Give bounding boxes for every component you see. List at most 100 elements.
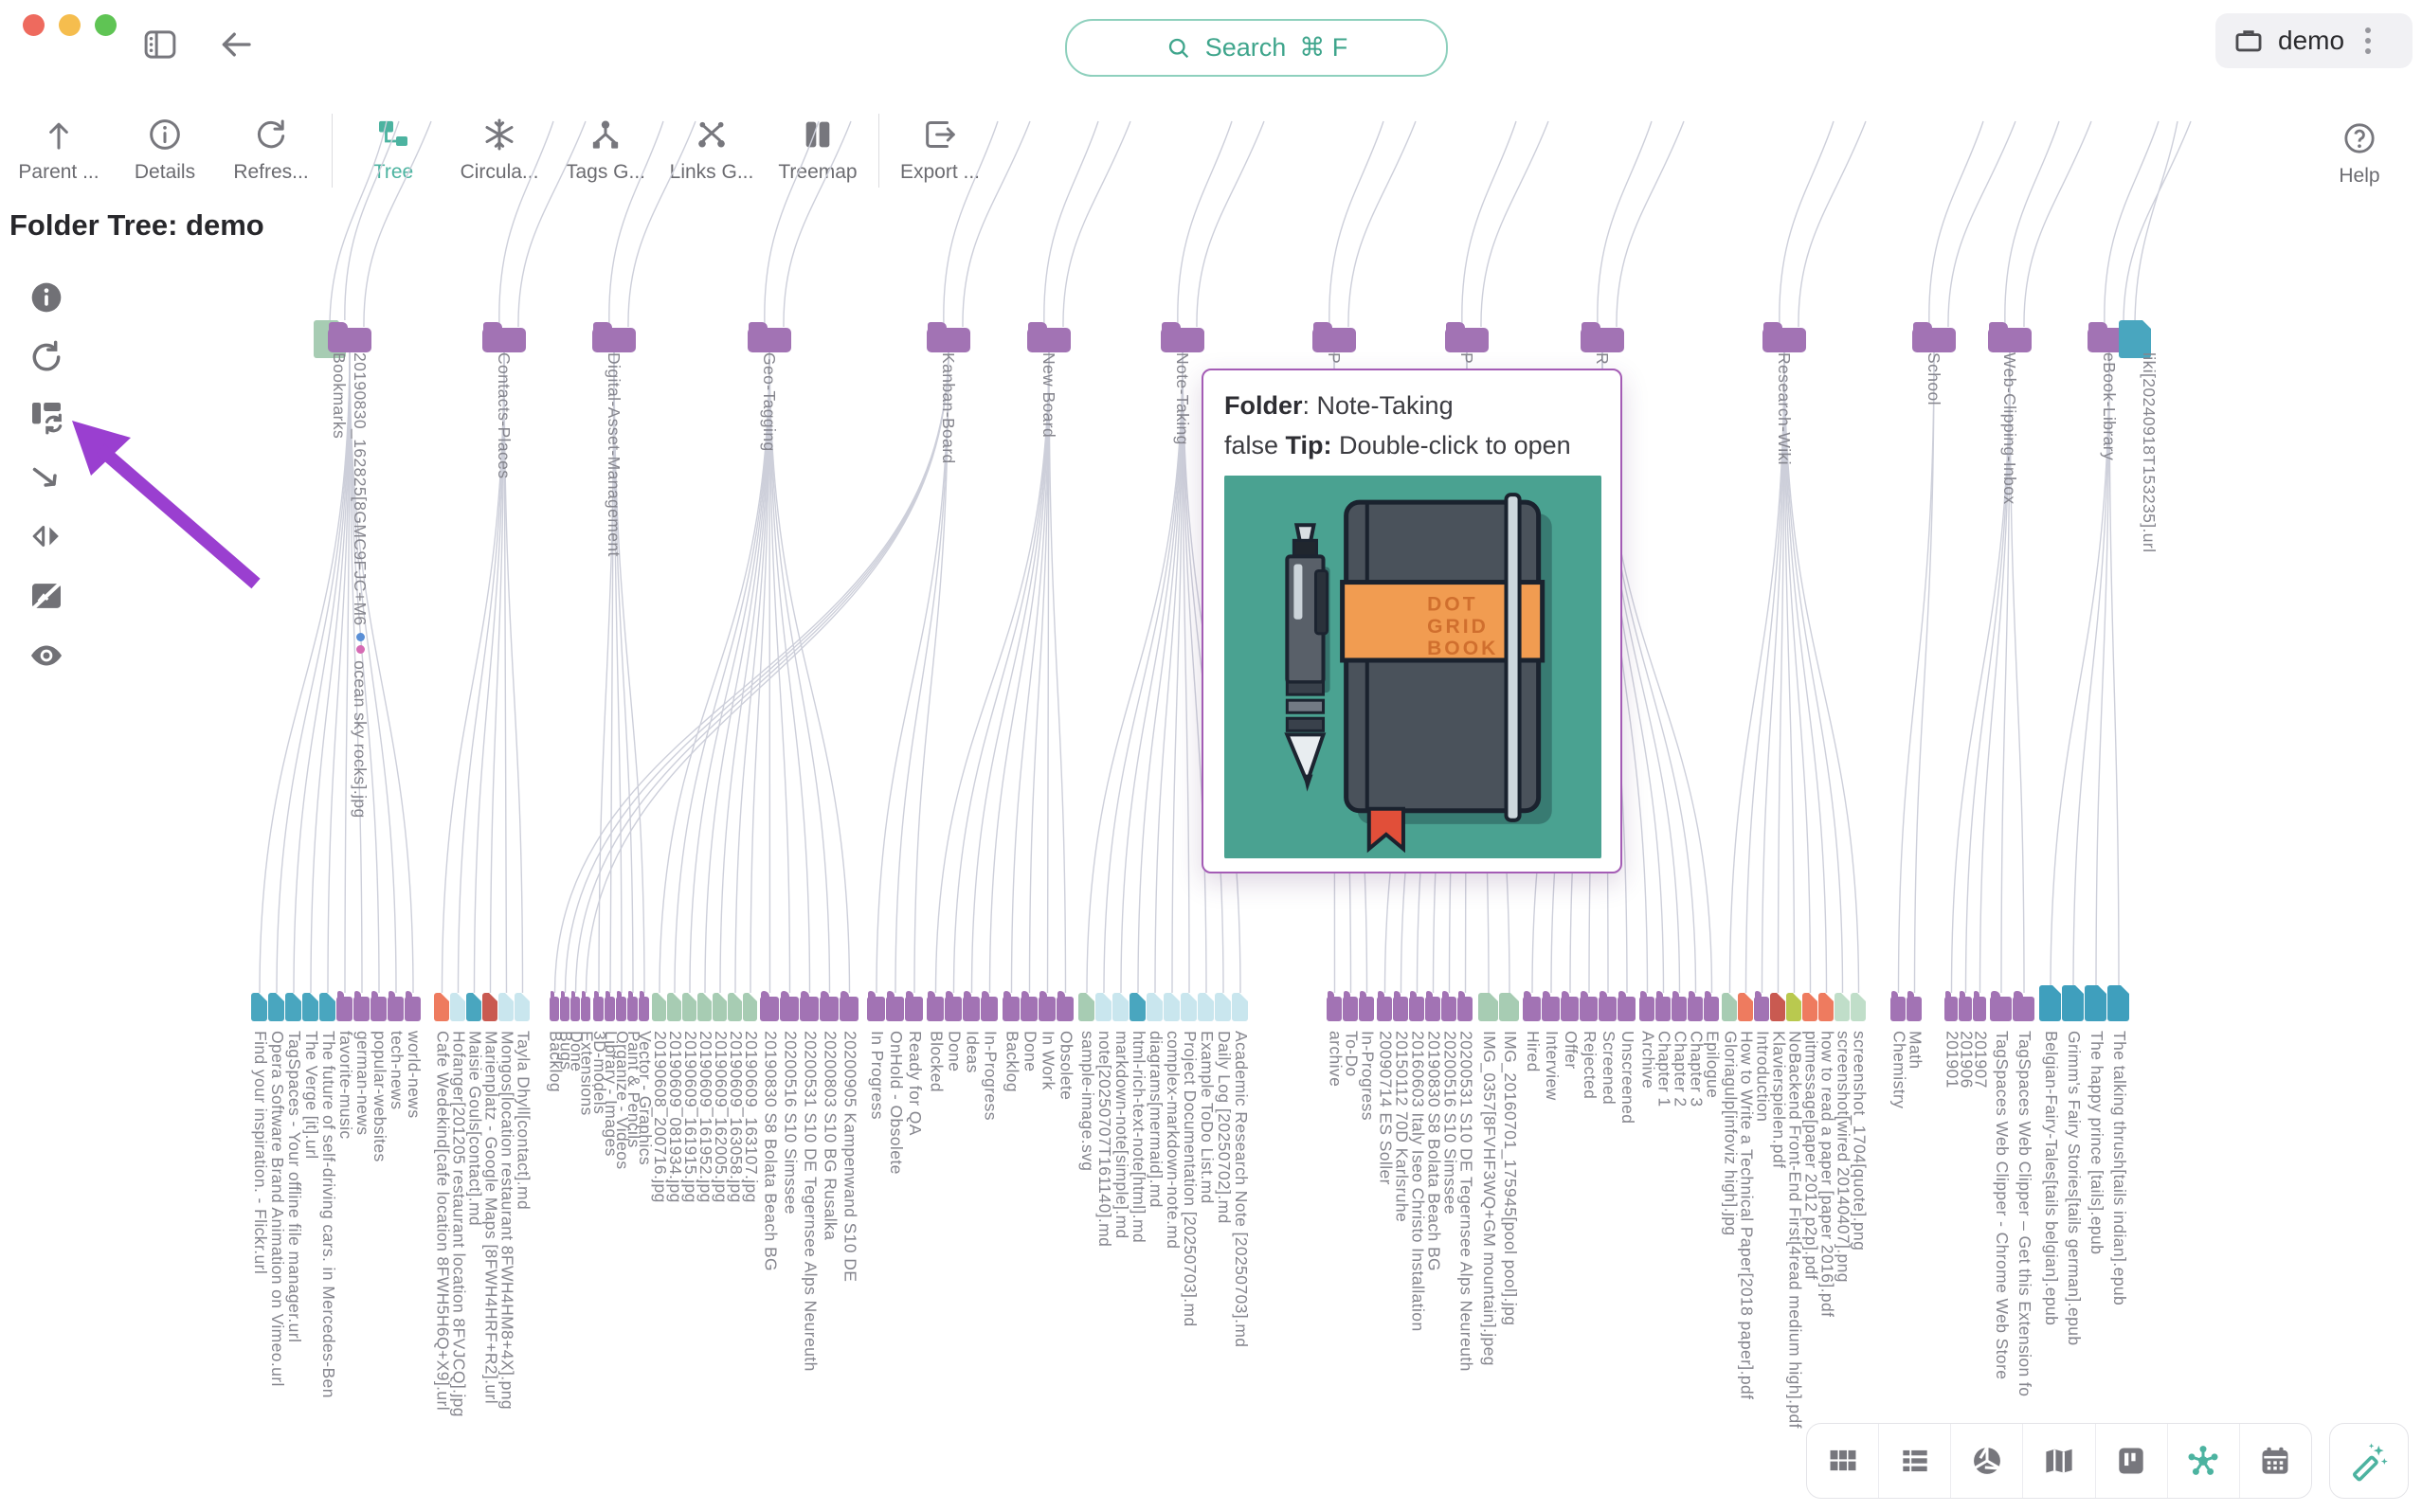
tree-child-file-node[interactable]: [652, 993, 666, 1021]
toolbar-button-parent[interactable]: Parent ...: [6, 112, 112, 185]
switcher-grid-view-icon[interactable]: [1807, 1424, 1880, 1498]
tree-folder-node[interactable]: [748, 322, 791, 352]
tree-child-folder-node[interactable]: [616, 991, 626, 1021]
tree-child-folder-node[interactable]: [927, 991, 944, 1021]
tree-child-file-node[interactable]: [1722, 993, 1737, 1021]
tree-child-folder-node[interactable]: [405, 991, 421, 1021]
close-window-button[interactable]: [23, 14, 45, 36]
tree-child-folder-node[interactable]: [1393, 991, 1408, 1021]
tree-child-folder-node[interactable]: [371, 991, 387, 1021]
tree-child-folder-node[interactable]: [605, 991, 615, 1021]
tree-child-folder-node[interactable]: [1457, 991, 1473, 1021]
tree-child-file-node[interactable]: [450, 993, 465, 1021]
side-tool-flip-horizontal-icon[interactable]: [27, 517, 66, 557]
tree-child-file-node[interactable]: [743, 993, 757, 1021]
tree-folder-node[interactable]: [1762, 322, 1806, 352]
tree-child-file-node[interactable]: [1499, 993, 1519, 1021]
tree-child-folder-node[interactable]: [1561, 991, 1579, 1021]
tree-child-file-node[interactable]: [1095, 993, 1112, 1021]
tree-child-file-node[interactable]: [482, 993, 497, 1021]
tree-child-folder-node[interactable]: [840, 991, 859, 1021]
tree-child-folder-node[interactable]: [1990, 991, 2012, 1021]
tree-child-folder-node[interactable]: [1441, 991, 1456, 1021]
tree-child-folder-node[interactable]: [1907, 991, 1922, 1021]
tree-folder-node[interactable]: [1445, 322, 1489, 352]
tree-child-folder-node[interactable]: [1944, 991, 1958, 1021]
tree-child-file-node[interactable]: [1770, 993, 1785, 1021]
tree-child-folder-node[interactable]: [945, 991, 962, 1021]
tree-child-folder-node[interactable]: [1327, 991, 1342, 1021]
tree-child-folder-node[interactable]: [1057, 991, 1074, 1021]
side-tool-diagonal-arrow-icon[interactable]: [27, 458, 66, 497]
toolbar-button-details[interactable]: Details: [112, 112, 218, 185]
tree-child-folder-node[interactable]: [1359, 991, 1374, 1021]
tree-child-folder-node[interactable]: [1003, 991, 1020, 1021]
tree-child-folder-node[interactable]: [1672, 991, 1687, 1021]
tree-child-file-node[interactable]: [697, 993, 712, 1021]
tree-child-folder-node[interactable]: [1704, 991, 1719, 1021]
toolbar-button-treemap[interactable]: Treemap: [765, 112, 871, 185]
tree-folder-node[interactable]: [1581, 322, 1624, 352]
tree-child-folder-node[interactable]: [581, 991, 590, 1021]
switcher-map-view-icon[interactable]: [2023, 1424, 2096, 1498]
location-menu-icon[interactable]: [2365, 27, 2372, 54]
tree-child-file-node[interactable]: [285, 993, 301, 1021]
tree-child-folder-node[interactable]: [1343, 991, 1358, 1021]
tree-child-file-node[interactable]: [251, 993, 267, 1021]
tree-child-folder-node[interactable]: [800, 991, 819, 1021]
tree-child-folder-node[interactable]: [886, 991, 904, 1021]
window-controls[interactable]: [23, 14, 117, 36]
tree-folder-node[interactable]: [1161, 322, 1204, 352]
tree-child-file-node[interactable]: [2107, 985, 2129, 1021]
switcher-kanban-view-icon[interactable]: [2096, 1424, 2168, 1498]
tree-child-folder-node[interactable]: [1021, 991, 1038, 1021]
tree-child-folder-node[interactable]: [820, 991, 839, 1021]
magic-wand-button[interactable]: [2329, 1423, 2409, 1499]
tree-child-folder-node[interactable]: [639, 991, 649, 1021]
switcher-calendar-view-icon[interactable]: [2240, 1424, 2311, 1498]
tree-child-folder-node[interactable]: [1754, 991, 1769, 1021]
tree-child-folder-node[interactable]: [560, 991, 569, 1021]
tree-child-file-node[interactable]: [515, 993, 530, 1021]
tree-folder-node[interactable]: [1027, 322, 1071, 352]
tree-folder-node[interactable]: [1988, 322, 2032, 352]
side-tool-no-image-icon[interactable]: [27, 577, 66, 617]
tree-child-file-node[interactable]: [2039, 985, 2061, 1021]
tree-child-file-node[interactable]: [1215, 993, 1231, 1021]
tree-child-file-node[interactable]: [1164, 993, 1180, 1021]
tree-child-file-node[interactable]: [1198, 993, 1214, 1021]
tree-child-folder-node[interactable]: [1523, 991, 1541, 1021]
tree-child-folder-node[interactable]: [388, 991, 404, 1021]
toolbar-button-tree[interactable]: Tree: [340, 112, 446, 185]
toolbar-button-tags-g[interactable]: Tags G...: [552, 112, 659, 185]
tree-child-file-node[interactable]: [1786, 993, 1801, 1021]
tree-child-folder-node[interactable]: [867, 991, 885, 1021]
side-tool-rotate-icon[interactable]: [27, 338, 66, 378]
side-tool-sync-layout-icon[interactable]: [27, 398, 66, 438]
toolbar-button-circula[interactable]: Circula...: [446, 112, 552, 185]
side-tool-eye-icon[interactable]: [27, 637, 66, 676]
tree-child-file-node[interactable]: [466, 993, 481, 1021]
tree-child-folder-node[interactable]: [1580, 991, 1598, 1021]
tree-folder-node[interactable]: [1912, 322, 1956, 352]
tree-child-file-node[interactable]: [498, 993, 514, 1021]
tree-child-file-node[interactable]: [713, 993, 727, 1021]
tree-child-folder-node[interactable]: [1377, 991, 1392, 1021]
tree-folder-node[interactable]: [482, 322, 526, 352]
tree-child-folder-node[interactable]: [1639, 991, 1654, 1021]
tree-child-folder-node[interactable]: [1542, 991, 1560, 1021]
tree-child-file-node[interactable]: [682, 993, 696, 1021]
tree-child-folder-node[interactable]: [627, 991, 638, 1021]
tree-child-file-node[interactable]: [1851, 993, 1866, 1021]
toolbar-button-links-g[interactable]: Links G...: [659, 112, 765, 185]
tree-child-folder-node[interactable]: [353, 991, 370, 1021]
tree-child-folder-node[interactable]: [1890, 991, 1906, 1021]
tree-child-file-node[interactable]: [1802, 993, 1817, 1021]
zoom-window-button[interactable]: [95, 14, 117, 36]
tree-child-folder-node[interactable]: [1973, 991, 1986, 1021]
tree-child-file-node[interactable]: [1835, 993, 1850, 1021]
tree-child-folder-node[interactable]: [1959, 991, 1972, 1021]
tree-child-folder-node[interactable]: [1425, 991, 1440, 1021]
tree-child-file-node[interactable]: [728, 993, 742, 1021]
tree-child-file-node[interactable]: [2085, 985, 2106, 1021]
